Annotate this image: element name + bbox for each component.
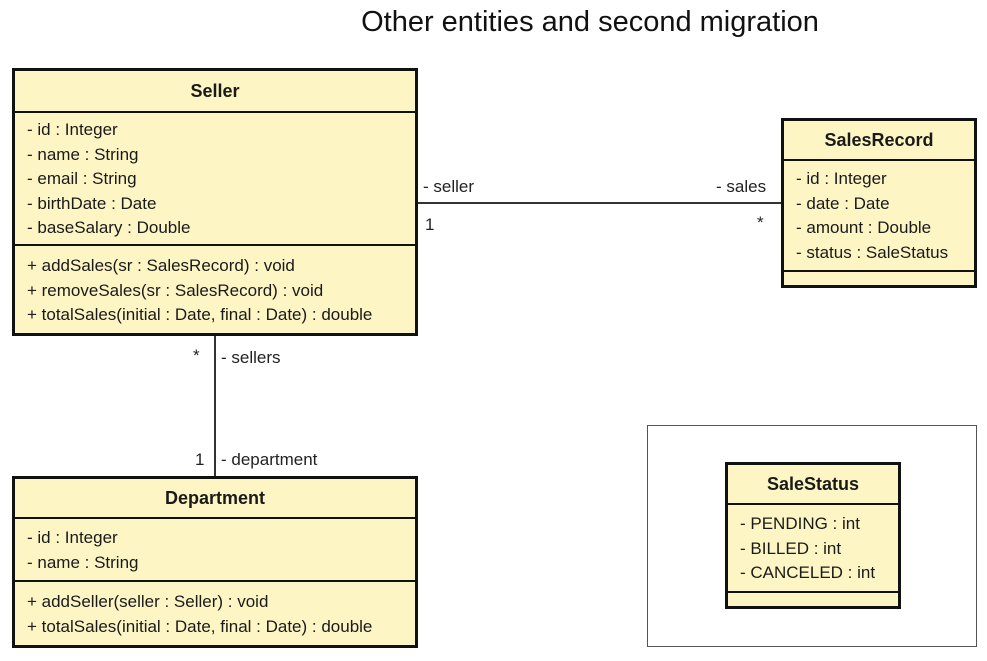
- attribute: - id : Integer: [27, 120, 118, 139]
- attribute: - email : String: [27, 169, 137, 188]
- enum-literal: - CANCELED : int: [740, 563, 876, 582]
- attribute: - status : SaleStatus: [796, 242, 949, 262]
- method: + totalSales(initial : Date, final : Dat…: [27, 616, 373, 636]
- diagram-title: Other entities and second migration: [361, 6, 819, 38]
- sales-role-label: - sales: [716, 177, 767, 196]
- sales-multiplicity-label: *: [757, 213, 764, 232]
- attribute: - name : String: [27, 552, 139, 572]
- sellers-multiplicity-label: *: [193, 346, 200, 365]
- seller-role-label: - seller: [423, 177, 475, 196]
- class-department[interactable]: Department - id : Integer - name : Strin…: [12, 476, 418, 648]
- class-name: Department: [15, 479, 415, 519]
- attribute: - id : Integer: [27, 528, 118, 547]
- attribute: - id : Integer: [796, 169, 887, 188]
- class-salestatus[interactable]: SaleStatus - PENDING : int - BILLED : in…: [725, 462, 901, 609]
- class-seller[interactable]: Seller - id : Integer - name : String - …: [12, 68, 418, 336]
- enum-frame: [647, 425, 977, 647]
- method: + totalSales(initial : Date, final : Dat…: [27, 305, 373, 324]
- department-role-label: - department: [221, 450, 318, 469]
- attributes-section: - id : Integer - date : Date - amount : …: [784, 161, 974, 272]
- attribute: - name : String: [27, 144, 139, 164]
- department-multiplicity-label: 1: [195, 450, 205, 469]
- attributes-section: - PENDING : int - BILLED : int - CANCELE…: [728, 505, 898, 593]
- methods-section: + addSales(sr : SalesRecord) : void + re…: [15, 246, 415, 328]
- method: + addSales(sr : SalesRecord) : void: [27, 256, 295, 275]
- class-name: Seller: [15, 71, 415, 113]
- seller-multiplicity-label: 1: [425, 215, 435, 234]
- class-salesrecord[interactable]: SalesRecord - id : Integer - date : Date…: [781, 118, 977, 288]
- enum-literal: - BILLED : int: [740, 538, 842, 558]
- class-name: SalesRecord: [784, 121, 974, 161]
- attribute: - birthDate : Date: [27, 193, 157, 213]
- class-name: SaleStatus: [728, 465, 898, 505]
- attribute: - baseSalary : Double: [27, 218, 191, 237]
- methods-section: + addSeller(seller : Seller) : void + to…: [15, 582, 415, 639]
- attributes-section: - id : Integer - name : String - email :…: [15, 113, 415, 246]
- sellers-role-label: - sellers: [221, 348, 281, 367]
- enum-literal: - PENDING : int: [740, 514, 860, 533]
- attributes-section: - id : Integer - name : String: [15, 519, 415, 582]
- method: + addSeller(seller : Seller) : void: [27, 592, 269, 611]
- attribute: - amount : Double: [796, 218, 932, 237]
- attribute: - date : Date: [796, 193, 890, 213]
- method: + removeSales(sr : SalesRecord) : void: [27, 280, 324, 300]
